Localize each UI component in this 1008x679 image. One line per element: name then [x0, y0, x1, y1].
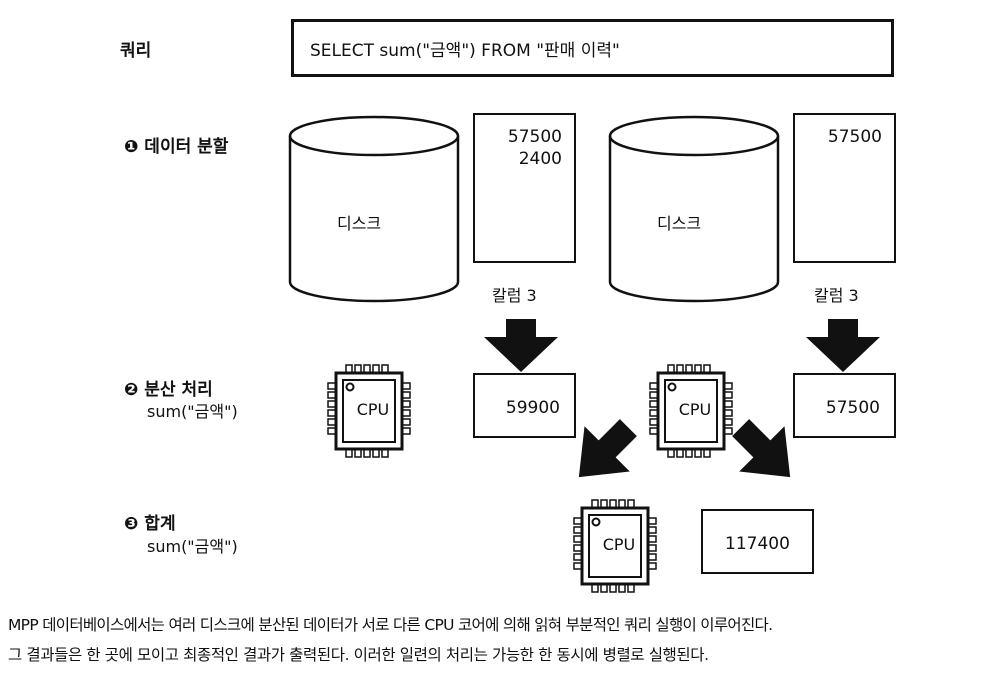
total-value: 117400: [725, 534, 790, 554]
column-box-2: 57500: [793, 113, 896, 263]
total-box: 117400: [701, 509, 814, 574]
column-box-1: 57500 2400: [473, 113, 576, 263]
step2-func: sum("금액"): [147, 402, 238, 421]
partial-box-1: 59900: [473, 373, 576, 438]
partial-value-1: 59900: [505, 398, 560, 418]
cpu-2-label: CPU: [678, 400, 712, 419]
column-1-label: 칼럼 3: [492, 286, 537, 305]
query-box: SELECT sum("금액") FROM "판매 이력": [291, 19, 894, 77]
step2-label: ❷ 분산 처리: [124, 380, 213, 400]
col1-value-1: 57500: [507, 127, 562, 147]
cpu-3-label: CPU: [602, 535, 636, 554]
disk-1: [288, 115, 460, 303]
query-label: 쿼리: [120, 41, 152, 61]
col2-value-1: 57500: [827, 127, 882, 147]
partial-box-2: 57500: [793, 373, 896, 438]
diag-arrow-left: [578, 419, 637, 478]
step3-label: ❸ 합계: [124, 514, 176, 534]
caption-line-2: 그 결과들은 한 곳에 모이고 최종적인 결과가 출력된다. 이러한 일련의 처…: [8, 646, 709, 664]
down-arrow-1: [484, 319, 558, 372]
disk-1-label: 디스크: [337, 214, 382, 233]
cpu-1-label: CPU: [356, 400, 390, 419]
col1-value-2: 2400: [518, 149, 562, 169]
partial-value-2: 57500: [825, 398, 880, 418]
diag-arrow-right: [732, 419, 791, 478]
disk-2: [608, 115, 780, 303]
step3-func: sum("금액"): [147, 537, 238, 556]
down-arrow-2: [806, 319, 880, 372]
disk-2-label: 디스크: [657, 214, 702, 233]
step1-label: ❶ 데이터 분할: [124, 137, 229, 157]
query-sql: SELECT sum("금액") FROM "판매 이력": [310, 40, 620, 61]
caption-line-1: MPP 데이터베이스에서는 여러 디스크에 분산된 데이터가 서로 다른 CPU…: [8, 616, 773, 634]
column-2-label: 칼럼 3: [814, 286, 859, 305]
